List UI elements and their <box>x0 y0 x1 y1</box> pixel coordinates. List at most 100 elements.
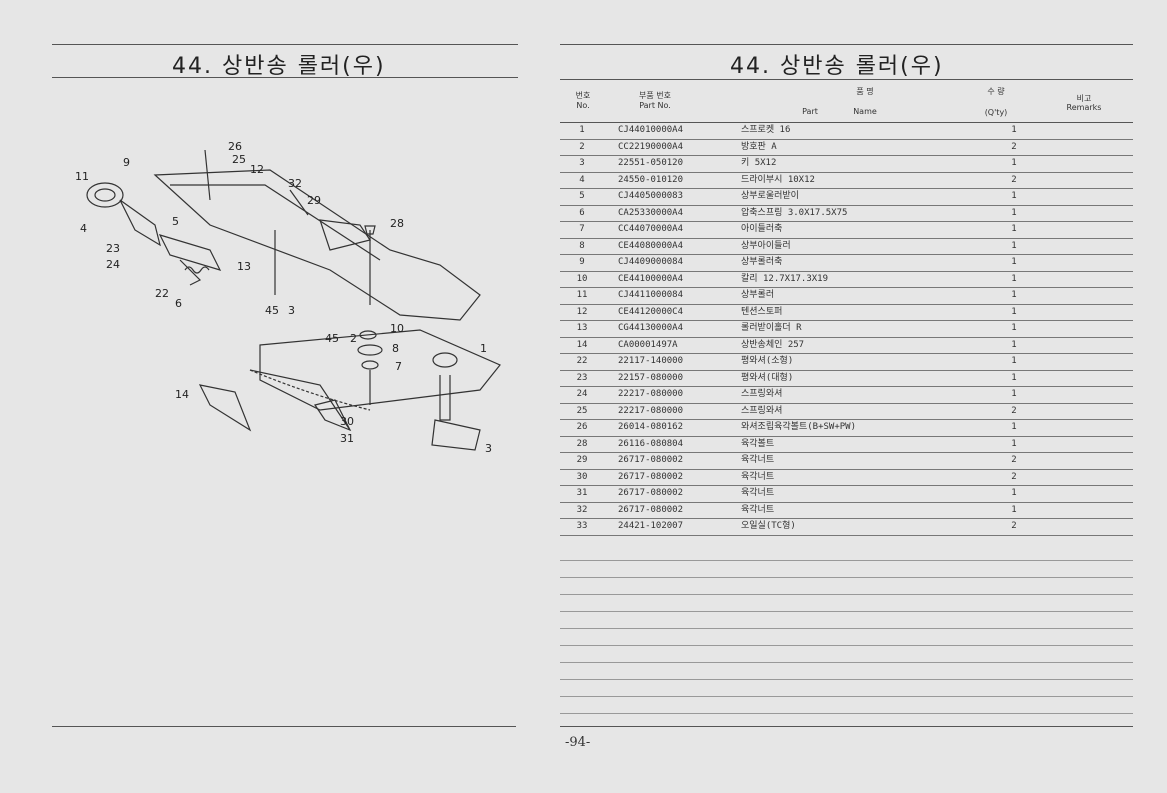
row-number: 26 <box>560 419 604 437</box>
remarks <box>1049 469 1133 486</box>
callout-22: 22 <box>155 287 169 300</box>
part-name: 육각너트 <box>741 452 979 470</box>
row-number: 29 <box>560 452 604 470</box>
part-number: CE44080000A4 <box>604 238 741 255</box>
header-remarks-kr: 비고 <box>1076 94 1092 103</box>
part-name: 스프로켓 16 <box>741 123 979 140</box>
quantity: 1 <box>979 386 1049 404</box>
remarks <box>1049 172 1133 189</box>
part-name: 압축스프링 3.0X17.5X75 <box>741 205 979 222</box>
part-name: 오일실(TC형) <box>741 518 979 536</box>
callout-6: 6 <box>175 297 182 310</box>
header-no-en: No. <box>576 101 590 110</box>
part-number: 22117-140000 <box>604 353 741 371</box>
remarks <box>1049 502 1133 519</box>
part-number: 26116-080804 <box>604 436 741 453</box>
quantity: 1 <box>979 337 1049 354</box>
right-page-title: 44. 상반송 롤러(우) <box>730 54 944 79</box>
part-number: CJ4405000083 <box>604 188 741 206</box>
remarks <box>1049 304 1133 321</box>
remarks <box>1049 485 1133 503</box>
right-title-rule <box>560 79 1133 80</box>
part-number: 24421-102007 <box>604 518 741 536</box>
remarks <box>1049 386 1133 404</box>
quantity: 1 <box>979 221 1049 239</box>
row-number: 3 <box>560 155 604 173</box>
row-number: 11 <box>560 287 604 305</box>
remarks <box>1049 419 1133 437</box>
part-name: 육각너트 <box>741 485 979 503</box>
header-qty-kr: 수 량 <box>987 87 1005 96</box>
part-name: 아이들러축 <box>741 221 979 239</box>
quantity: 2 <box>979 139 1049 156</box>
row-number: 23 <box>560 370 604 387</box>
part-name: 육각너트 <box>741 502 979 519</box>
left-page-title: 44. 상반송 롤러(우) <box>172 54 386 79</box>
right-top-rule <box>560 44 1133 45</box>
callout-23: 23 <box>106 242 120 255</box>
row-number: 14 <box>560 337 604 354</box>
quantity: 1 <box>979 436 1049 453</box>
quantity: 1 <box>979 155 1049 173</box>
left-bottom-rule <box>52 726 516 727</box>
row-number: 10 <box>560 271 604 288</box>
part-name: 상부롤러축 <box>741 254 979 272</box>
remarks <box>1049 370 1133 387</box>
quantity: 1 <box>979 370 1049 387</box>
row-number: 12 <box>560 304 604 321</box>
part-name: 텐션스토퍼 <box>741 304 979 321</box>
remarks <box>1049 436 1133 453</box>
row-number: 2 <box>560 139 604 156</box>
part-name: 상부아이들러 <box>741 238 979 255</box>
quantity: 2 <box>979 172 1049 189</box>
left-top-rule <box>52 44 518 45</box>
header-qty-en: (Q'ty) <box>984 108 1008 117</box>
remarks <box>1049 518 1133 536</box>
part-name: 롤러받이홀더 R <box>741 320 979 338</box>
callout-26: 28 <box>390 217 404 230</box>
callout-13: 13 <box>237 260 251 273</box>
callout-7: 7 <box>395 360 402 373</box>
callout-1: 1 <box>480 342 487 355</box>
quantity: 2 <box>979 452 1049 470</box>
part-number: CA00001497A <box>604 337 741 354</box>
part-number: 26014-080162 <box>604 419 741 437</box>
callout-30: 26 <box>228 140 242 153</box>
row-number: 30 <box>560 469 604 486</box>
header-name-kr: 품 명 <box>856 87 874 96</box>
remarks <box>1049 353 1133 371</box>
row-number: 22 <box>560 353 604 371</box>
part-number: 26717-080002 <box>604 485 741 503</box>
part-number: 22551-050120 <box>604 155 741 173</box>
callout-8: 8 <box>392 342 399 355</box>
part-name: 스프링와셔 <box>741 386 979 404</box>
part-name: 칼리 12.7X17.3X19 <box>741 271 979 288</box>
part-number: 24550-010120 <box>604 172 741 189</box>
remarks <box>1049 221 1133 239</box>
quantity: 1 <box>979 287 1049 305</box>
quantity: 1 <box>979 123 1049 140</box>
part-number: 22217-080000 <box>604 403 741 420</box>
quantity: 1 <box>979 254 1049 272</box>
part-number: CJ44010000A4 <box>604 123 741 140</box>
remarks <box>1049 271 1133 288</box>
quantity: 1 <box>979 502 1049 519</box>
page-number: -94- <box>565 735 591 750</box>
callout-12: 12 <box>250 163 264 176</box>
callout-11: 11 <box>75 170 89 183</box>
callout-2: 2 <box>350 332 357 345</box>
row-number: 1 <box>560 123 604 140</box>
part-number: CE44120000C4 <box>604 304 741 321</box>
